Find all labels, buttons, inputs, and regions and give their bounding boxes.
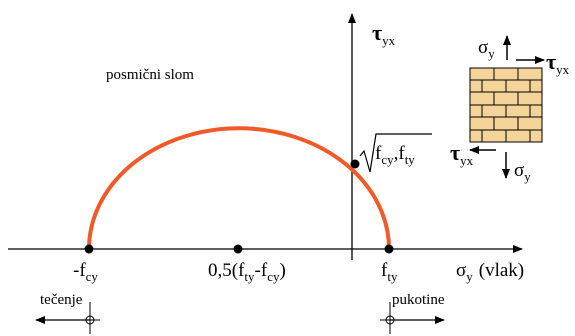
point-left xyxy=(84,244,94,254)
right-arrow-label: pukotine xyxy=(392,292,445,308)
right-crosshair-icon xyxy=(380,302,400,334)
failure-envelope-arc xyxy=(87,126,391,250)
masonry-element-inset: σy τyx τyx σy xyxy=(450,35,570,184)
arc-point-label: fcy,fty xyxy=(375,143,415,167)
tau-right-label: τyx xyxy=(546,49,570,77)
label-center: 0,5(fty-fcy) xyxy=(208,260,286,284)
region-label: posmični slom xyxy=(106,67,194,83)
sigma-bottom-label: σy xyxy=(514,160,531,184)
point-right xyxy=(384,244,394,254)
tau-left-label: τyx xyxy=(450,140,474,168)
label-left: -fcy xyxy=(73,260,98,284)
left-arrow-label: tečenje xyxy=(40,292,83,308)
sigma-top-label: σy xyxy=(478,37,495,61)
label-right: fty xyxy=(381,260,398,284)
y-axis-label: τyx xyxy=(372,20,396,48)
left-crosshair-icon xyxy=(80,302,100,334)
x-axis-label: σy(vlak) xyxy=(456,260,524,284)
point-center xyxy=(233,244,243,254)
point-on-arc xyxy=(350,159,360,169)
sqrt-symbol xyxy=(359,133,432,173)
